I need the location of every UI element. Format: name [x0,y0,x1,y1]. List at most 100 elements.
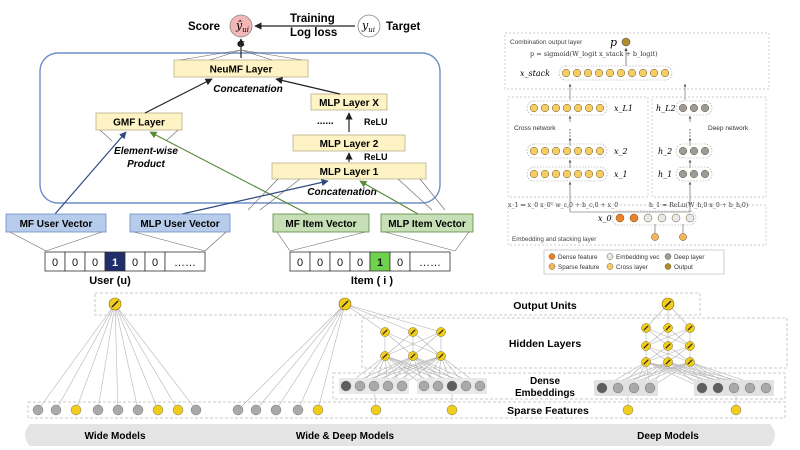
log-loss-label: Log loss [290,27,337,39]
embedding-node [340,380,352,392]
onehot-cell [164,251,206,272]
dcn-diagram: Combination output layer p p = sigmoid(W… [504,32,770,275]
wide-models-label: Wide Models [84,431,145,442]
sparse-feature-node [70,404,82,416]
user-label: User (u) [89,275,131,287]
vector-outline [675,166,713,182]
onehot-cell-value: …… [419,257,441,269]
embedding-node [596,382,608,394]
dcn-node [540,169,550,179]
sparse-feature-node [270,404,282,416]
sparse-features-box [27,401,786,419]
dcn-node [561,68,571,78]
dcn-node [573,146,583,156]
activation-glyph [438,329,444,335]
activation-glyph [643,325,649,331]
hidden-layers-box [361,317,788,369]
sparse-input-node [679,233,687,241]
activation-glyph [665,325,671,331]
dcn-node [584,169,594,179]
x0-node [629,213,639,223]
score-symbol: ŷui [235,19,249,34]
dcn-node [689,103,699,113]
deep-layer-h2 [675,143,713,159]
cross-layer-x1 [526,166,608,182]
sparse-feature-node [250,404,262,416]
x0-label: x_0 [598,214,612,223]
score-label: Score [188,21,220,33]
network-edge [344,303,414,333]
mlp-user-vector-label: MLP User Vector [140,219,219,230]
activation-glyph [382,353,388,359]
embedding-node [612,382,624,394]
dcn-node [649,68,659,78]
network-edge [114,303,197,411]
dense-embeddings-box [332,372,786,400]
wide-deep-models-label: Wide & Deep Models [296,431,395,442]
activation-glyph [410,329,416,335]
h1-formula: h_1 = ReLu(W_h,0 x_0 + b_h,0) [649,202,748,209]
dcn-node [551,146,561,156]
legend-label: Sparse feature [558,264,600,271]
dcn-legend-box [543,249,725,275]
relu-label-bottom: ReLU [364,152,388,162]
activation-glyph [111,300,119,308]
sparse-input-node [651,233,659,241]
mlp-layer-1 [271,162,427,180]
dcn-node [594,68,604,78]
xstack-vector [558,65,673,81]
network-edge [645,345,691,363]
dcn-node [529,146,539,156]
network-edge [645,361,703,389]
dcn-node [573,103,583,113]
activation-glyph [665,343,671,349]
p-label: p [610,36,617,49]
cross-layer-xl1 [526,100,608,116]
dcn-node [562,146,572,156]
xstack-label: x_stack [520,69,550,78]
network-edge [114,303,159,411]
hl2-label: h_L2 [656,104,676,113]
mf-item-to-gmf-arrow [149,131,309,215]
onehot-cell-value: 0 [317,257,323,269]
legend-label: Dense feature [558,254,598,261]
mf-user-vector [5,213,107,233]
x0-node [671,213,681,223]
mlpx-to-neumf-arrow [275,76,341,95]
activation-glyph [665,359,671,365]
onehot-cell-value: 0 [337,257,343,269]
sparse-feature-node [32,404,44,416]
mlp-user-to-mlp-arrow [181,178,329,215]
mlp-item-to-mlp-arrow [359,180,419,215]
dcn-node [540,103,550,113]
x0-node [685,213,695,223]
onehot-cell [409,251,451,272]
embedding-node [712,382,724,394]
deep-models-label: Deep Models [637,431,699,442]
embedding-node [382,380,394,392]
legend-swatch [606,263,614,270]
sparse-feature-node [292,404,304,416]
mlp-layer-x [310,93,388,111]
legend-label: Cross layer [616,264,648,271]
vector-outline [558,65,673,81]
x2-label: x_2 [614,147,628,156]
footer-band [25,424,775,446]
embedding-node [628,382,640,394]
wide-deep-diagram: Output Units Hidden Layers Dense Embeddi… [25,292,788,446]
legend-label: Embedding vec [616,254,659,261]
neumf-layer [173,59,309,78]
combination-title: Combination output layer [510,39,583,46]
mlp-layer-x-label: MLP Layer X [319,98,379,109]
dcn-node [689,169,699,179]
mlp-layer-2 [292,134,406,152]
h1-label: h_1 [658,170,672,179]
target-node [357,14,381,38]
embedding-stacking-box [507,204,767,246]
embedding-node [760,382,772,394]
dcn-node [572,68,582,78]
legend-swatch [548,253,556,260]
dcn-node [562,169,572,179]
